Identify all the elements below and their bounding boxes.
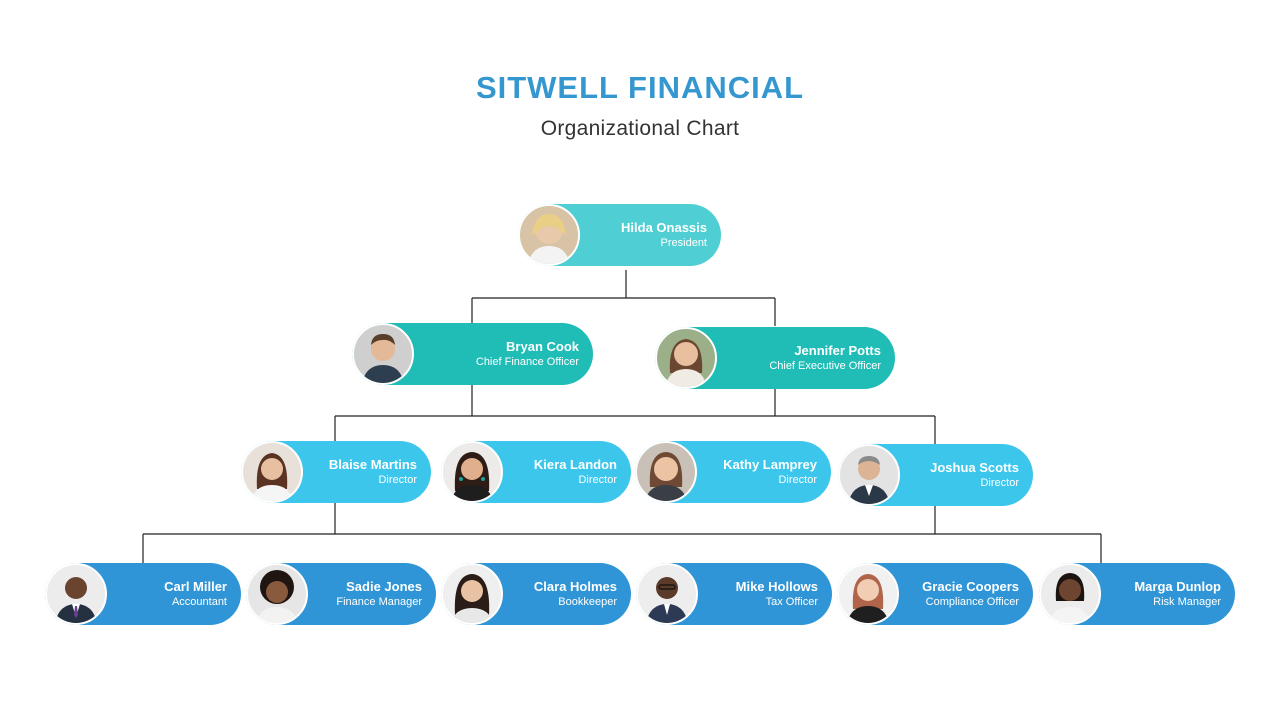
- person-name: Kiera Landon: [533, 457, 617, 472]
- person-name: Jennifer Potts: [794, 343, 881, 358]
- person-role: Director: [378, 474, 417, 486]
- person-name: Sadie Jones: [346, 579, 422, 594]
- node-bryan-cook[interactable]: Bryan Cook Chief Finance Officer: [352, 323, 593, 385]
- person-role: Director: [578, 474, 617, 486]
- node-sadie-jones[interactable]: Sadie Jones Finance Manager: [246, 563, 436, 625]
- person-name: Blaise Martins: [328, 457, 417, 472]
- node-mike-hollows[interactable]: Mike Hollows Tax Officer: [636, 563, 832, 625]
- avatar-photo-icon: [246, 563, 308, 625]
- connector-executives-to-directors: [334, 384, 936, 444]
- person-name: Hilda Onassis: [621, 220, 707, 235]
- chart-subtitle: Organizational Chart: [540, 117, 740, 140]
- person-role: Finance Manager: [336, 596, 422, 608]
- avatar-photo-icon: [441, 563, 503, 625]
- person-name: Gracie Coopers: [922, 579, 1019, 594]
- avatar-photo-icon: [655, 327, 717, 389]
- person-role: President: [660, 237, 707, 249]
- avatar-photo-icon: [635, 441, 697, 503]
- avatar-photo-icon: [838, 444, 900, 506]
- connector-directors-to-staff: [142, 503, 1102, 563]
- person-name: Mike Hollows: [735, 579, 818, 594]
- person-role: Chief Finance Officer: [475, 356, 579, 368]
- node-jennifer-potts[interactable]: Jennifer Potts Chief Executive Officer: [655, 327, 895, 389]
- person-name: Bryan Cook: [506, 339, 579, 354]
- node-clara-holmes[interactable]: Clara Holmes Bookkeeper: [441, 563, 631, 625]
- node-gracie-coopers[interactable]: Gracie Coopers Compliance Officer: [837, 563, 1033, 625]
- person-role: Chief Executive Officer: [769, 360, 881, 372]
- person-role: Director: [980, 477, 1019, 489]
- node-marga-dunlop[interactable]: Marga Dunlop Risk Manager: [1039, 563, 1235, 625]
- node-hilda-onassis[interactable]: Hilda Onassis President: [518, 204, 721, 266]
- node-kathy-lamprey[interactable]: Kathy Lamprey Director: [635, 441, 831, 503]
- person-name: Carl Miller: [164, 579, 227, 594]
- avatar-photo-icon: [352, 323, 414, 385]
- person-role: Tax Officer: [765, 596, 818, 608]
- avatar-photo-icon: [518, 204, 580, 266]
- person-role: Director: [778, 474, 817, 486]
- person-name: Joshua Scotts: [930, 460, 1019, 475]
- avatar-photo-icon: [1039, 563, 1101, 625]
- node-blaise-martins[interactable]: Blaise Martins Director: [241, 441, 431, 503]
- node-joshua-scotts[interactable]: Joshua Scotts Director: [838, 444, 1033, 506]
- avatar-photo-icon: [837, 563, 899, 625]
- person-name: Marga Dunlop: [1134, 579, 1221, 594]
- avatar-photo-icon: [636, 563, 698, 625]
- company-title: SITWELL FINANCIAL: [475, 70, 805, 105]
- node-kiera-landon[interactable]: Kiera Landon Director: [441, 441, 631, 503]
- person-role: Bookkeeper: [558, 596, 617, 608]
- connector-president-to-executives: [471, 270, 776, 326]
- avatar-photo-icon: [45, 563, 107, 625]
- person-role: Accountant: [171, 596, 227, 608]
- person-name: Clara Holmes: [533, 579, 617, 594]
- person-name: Kathy Lamprey: [723, 457, 817, 472]
- person-role: Compliance Officer: [925, 596, 1019, 608]
- avatar-photo-icon: [241, 441, 303, 503]
- avatar-photo-icon: [441, 441, 503, 503]
- node-carl-miller[interactable]: Carl Miller Accountant: [45, 563, 241, 625]
- person-role: Risk Manager: [1153, 596, 1221, 608]
